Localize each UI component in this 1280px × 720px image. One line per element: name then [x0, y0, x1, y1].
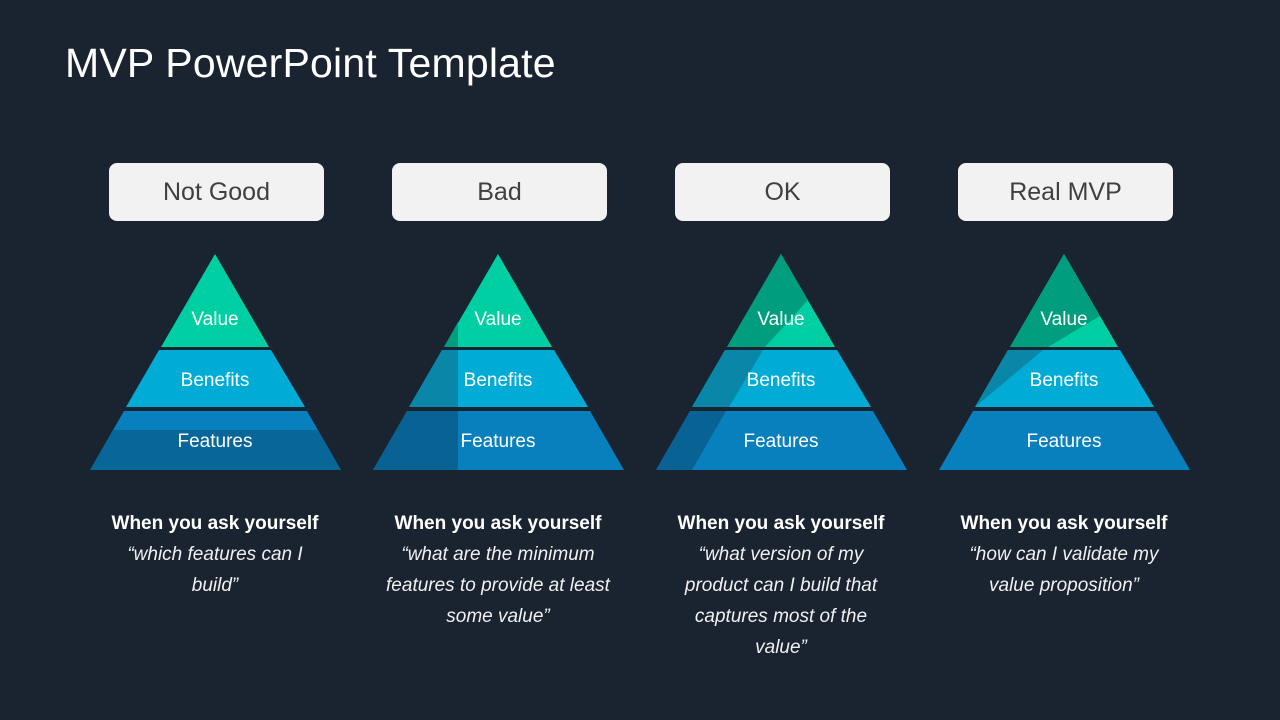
tier-label-value: Value — [191, 309, 238, 330]
description-heading: When you ask yourself — [111, 513, 319, 534]
tier-label-benefits: Benefits — [181, 370, 250, 391]
description-heading: When you ask yourself — [677, 513, 885, 534]
pyramid: Value Benefits Features — [89, 253, 349, 483]
tier-label-benefits: Benefits — [747, 370, 816, 391]
tier-label-features: Features — [744, 431, 819, 452]
features-tier-shade — [656, 411, 726, 470]
description-quote: “which features can I build” — [127, 544, 303, 596]
benefits-tier — [126, 350, 305, 407]
tier-label-features: Features — [178, 431, 253, 452]
pyramid: Value Benefits Features — [372, 253, 632, 483]
tier-label-value: Value — [474, 309, 521, 330]
tier-label-benefits: Benefits — [464, 370, 533, 391]
tier-label-features: Features — [461, 431, 536, 452]
description-quote: “what are the minimum features to provid… — [386, 544, 610, 627]
value-tier-shade — [444, 322, 458, 347]
features-tier-shade — [373, 411, 458, 470]
benefits-tier-shade — [975, 350, 1043, 407]
description-quote: “what version of my product can I build … — [684, 544, 878, 658]
benefits-tier-shade — [692, 350, 763, 407]
features-tier-shade — [90, 430, 341, 470]
slide-title: MVP PowerPoint Template — [65, 40, 556, 86]
description: When you ask yourself “which features ca… — [89, 509, 341, 601]
description: When you ask yourself “what are the mini… — [372, 509, 624, 632]
tier-label-value: Value — [1040, 309, 1087, 330]
value-tier-shade — [727, 254, 808, 347]
stage-label: Real MVP — [958, 163, 1173, 221]
tier-label-features: Features — [1027, 431, 1102, 452]
benefits-tier-shade — [409, 350, 458, 407]
features-tier — [656, 411, 907, 470]
tier-label-benefits: Benefits — [1030, 370, 1099, 391]
stage-label: OK — [675, 163, 890, 221]
pyramid: Value Benefits Features — [938, 253, 1198, 483]
description-quote: “how can I validate my value proposition… — [969, 544, 1159, 596]
value-tier — [161, 254, 269, 347]
tier-label-value: Value — [757, 309, 804, 330]
description: When you ask yourself “what version of m… — [655, 509, 907, 663]
value-tier — [444, 254, 552, 347]
stage-label: Not Good — [109, 163, 324, 221]
features-tier — [939, 411, 1190, 470]
stage-label: Bad — [392, 163, 607, 221]
description-heading: When you ask yourself — [960, 513, 1168, 534]
value-tier-shade — [1010, 254, 1100, 347]
description: When you ask yourself “how can I validat… — [938, 509, 1190, 601]
description-heading: When you ask yourself — [394, 513, 602, 534]
pyramid: Value Benefits Features — [655, 253, 915, 483]
